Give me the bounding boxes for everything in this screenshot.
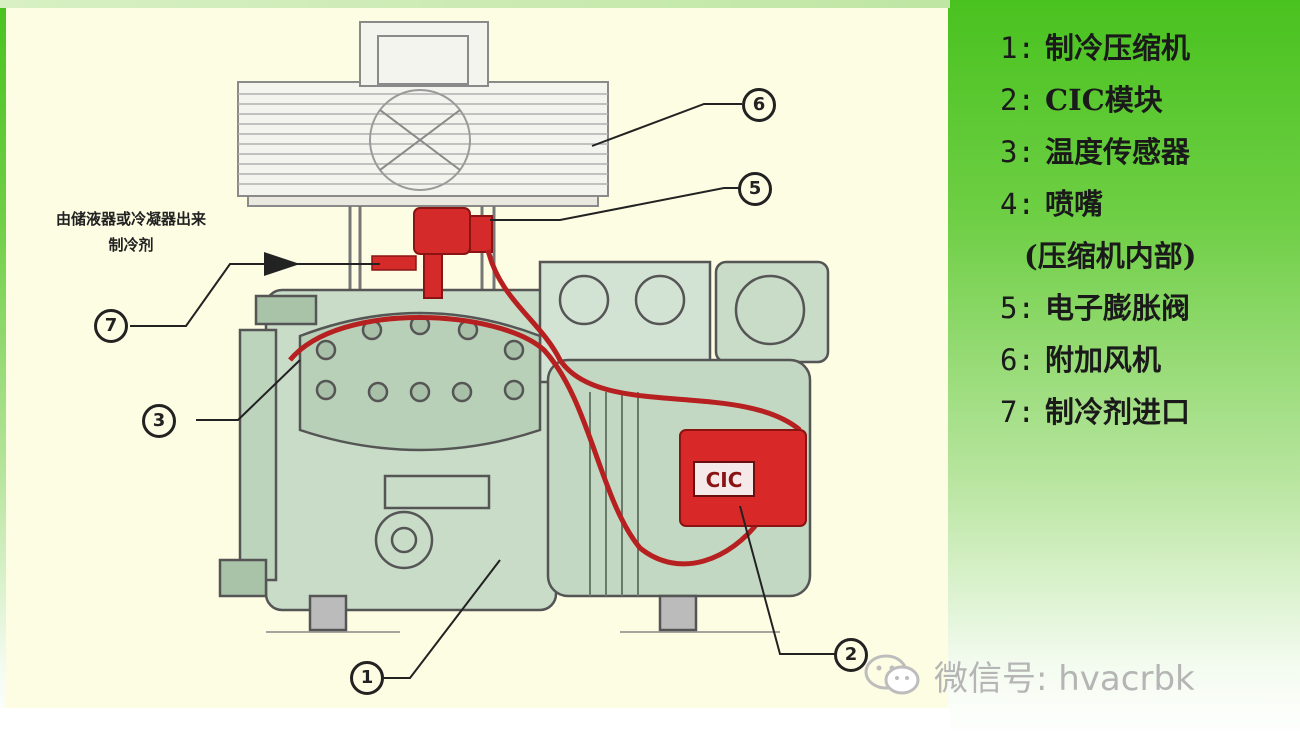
arrow-right-icon	[264, 252, 300, 276]
callout-3: 3	[142, 404, 176, 438]
legend-item-5: 5: 电子膨胀阀	[1000, 291, 1191, 325]
legend-item-4-note: (压缩机内部)	[1024, 239, 1197, 273]
wechat-icon	[864, 654, 920, 695]
watermark: 微信号: hvacrbk	[862, 650, 1195, 700]
cic-module-label: CIC	[706, 468, 743, 492]
leader-lines	[130, 103, 838, 679]
legend-item-7: 7: 制冷剂进口	[1000, 395, 1191, 429]
callout-6: 6	[742, 88, 776, 122]
legend-item-4: 4: 喷嘴	[1000, 187, 1104, 221]
legend: 1: 制冷压缩机 2: CIC模块 3: 温度传感器 4: 喷嘴 (压缩机内部)…	[1000, 22, 1290, 438]
compressor-body	[218, 260, 830, 632]
callout-2: 2	[834, 638, 868, 672]
legend-item-6: 6: 附加风机	[1000, 343, 1162, 377]
callout-5: 5	[738, 172, 772, 206]
red-components	[288, 207, 807, 567]
callout-7: 7	[94, 309, 128, 343]
inlet-note-line1: 由储液器或冷凝器出来	[55, 210, 206, 228]
bottom-strip	[0, 708, 950, 738]
top-strip	[0, 0, 950, 8]
legend-item-2: 2: CIC模块	[1000, 83, 1163, 117]
inlet-note-line2: 制冷剂	[108, 236, 154, 254]
watermark-text: 微信号: hvacrbk	[934, 658, 1195, 699]
inlet-note: 由储液器或冷凝器出来 制冷剂	[6, 206, 256, 258]
legend-item-3: 3: 温度传感器	[1000, 135, 1191, 169]
legend-item-1: 1: 制冷压缩机	[1000, 31, 1191, 65]
callout-1: 1	[350, 661, 384, 695]
fan-unit	[237, 21, 609, 207]
